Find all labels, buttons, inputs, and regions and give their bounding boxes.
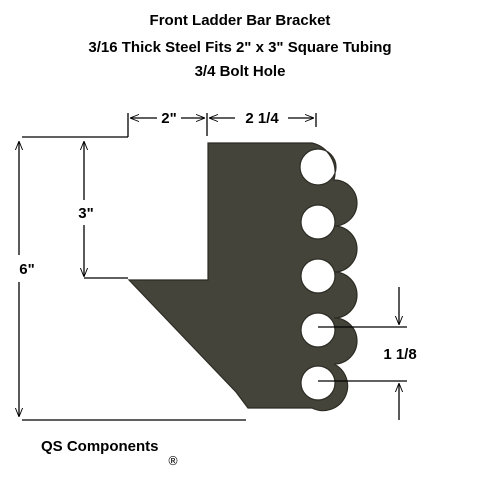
- title-line-2: 3/16 Thick Steel Fits 2" x 3" Square Tub…: [88, 39, 392, 56]
- brand-name: QS Components: [41, 438, 159, 455]
- dim-hole-spacing-label: 1 1/8: [383, 346, 416, 363]
- registered-mark: ®: [167, 454, 179, 468]
- dim-top-left-label: 2": [161, 110, 176, 127]
- title-line-3: 3/4 Bolt Hole: [194, 63, 286, 80]
- dim-left-outer-label: 6": [19, 261, 34, 278]
- dim-top-right-label: 2 1/4: [245, 110, 279, 127]
- title-line-1: Front Ladder Bar Bracket: [149, 12, 331, 29]
- dim-left-inner-label: 3": [78, 205, 93, 222]
- bracket-plate: [127, 142, 358, 412]
